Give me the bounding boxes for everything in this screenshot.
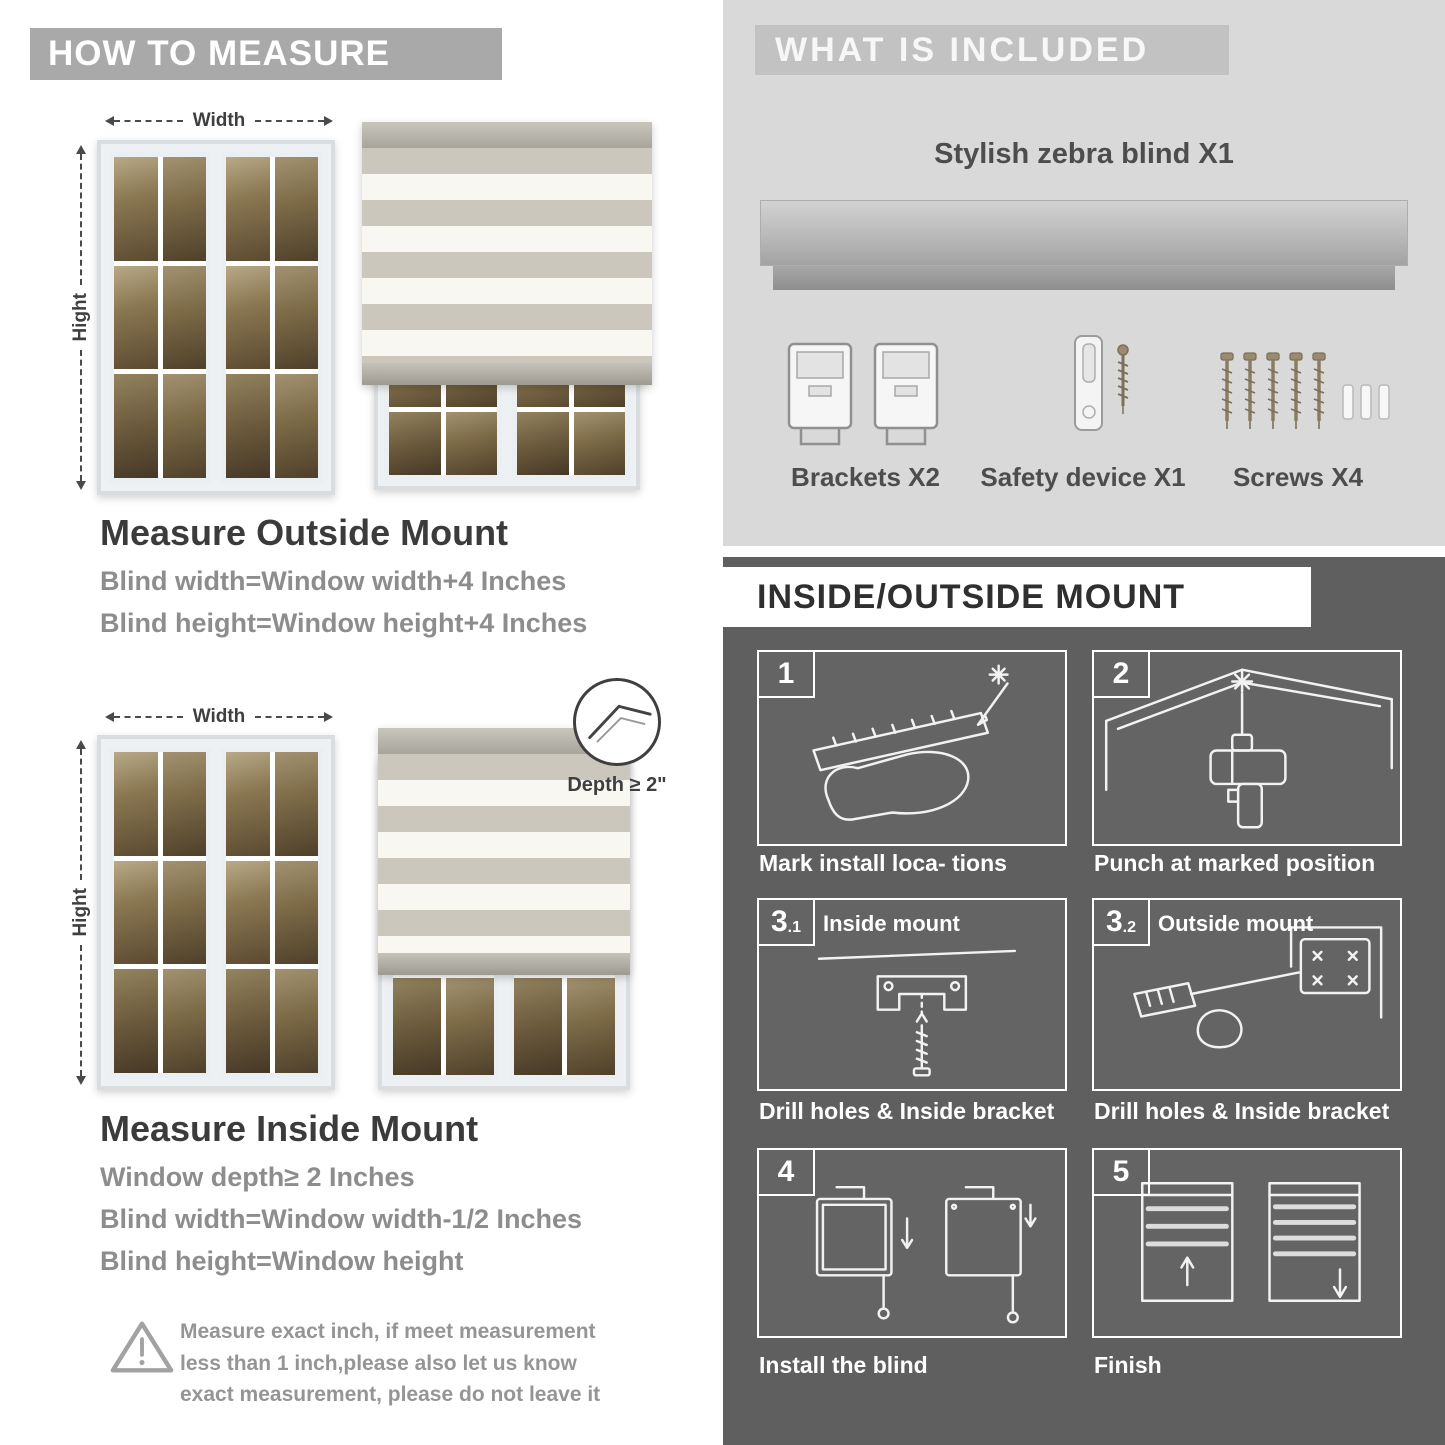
step-panel-2: 2 <box>1092 650 1402 846</box>
step-number-tab: 1 <box>759 652 815 698</box>
step5-caption: Finish <box>1094 1352 1162 1378</box>
step-panel-3-1: 3.1 Inside mount <box>757 898 1067 1091</box>
step5-finish-illustration <box>1141 1182 1361 1302</box>
zebra-blind-figure-outside <box>362 122 652 490</box>
measure-note: Measure exact inch, if meet measurement … <box>180 1320 601 1406</box>
step-panel-4: 4 <box>757 1148 1067 1338</box>
step-number: 1 <box>777 657 795 690</box>
blind-rail-image <box>773 266 1395 290</box>
safety-device-icon <box>1074 335 1129 431</box>
step-panel-3-2: 3.2 Outside mount <box>1092 898 1402 1091</box>
inside-mount-heading: Measure Inside Mount <box>100 1108 479 1149</box>
screws-label: Screws X4 <box>1232 462 1364 492</box>
outside-mount-heading: Measure Outside Mount <box>100 512 509 553</box>
step4-install-illustration <box>815 1185 1037 1324</box>
step3-2-caption: Drill holes & Inside bracket <box>1094 1098 1390 1124</box>
inside-width-formula: Blind width=Window width-1/2 Inches <box>100 1204 583 1234</box>
step3-1-inside-bracket-illustration <box>817 949 1017 1077</box>
step2-drill-illustration <box>1104 668 1393 829</box>
what-is-included-section: WHAT IS INCLUDED Stylish zebra blind X1 <box>723 0 1445 546</box>
width-arrow-inside: Width <box>105 706 333 728</box>
step2-caption: Punch at marked position <box>1094 850 1376 876</box>
step-number-tab: 3.1 <box>759 900 815 946</box>
width-arrow-outside: Width <box>105 110 333 132</box>
depth-requirement-label: Depth ≥ 2" <box>567 774 667 796</box>
blind-bottom-rail <box>362 363 652 385</box>
mount-section-banner: INSIDE/OUTSIDE MOUNT <box>723 567 1311 627</box>
step1-mark-illustration <box>812 664 1009 821</box>
depth-detail-magnifier <box>573 678 661 766</box>
inside-height-formula: Blind height=Window height <box>100 1246 464 1276</box>
width-label: Width <box>192 706 246 727</box>
step3-1-title: Inside mount <box>823 911 960 936</box>
blind-stripes <box>378 754 630 953</box>
step-number: 4 <box>777 1155 795 1188</box>
step3-1-caption: Drill holes & Inside bracket <box>759 1098 1055 1124</box>
inside-outside-mount-section: INSIDE/OUTSIDE MOUNT 1 Mark install loca… <box>723 557 1445 1445</box>
brackets-label: Brackets X2 <box>791 462 940 492</box>
step-panel-1: 1 <box>757 650 1067 846</box>
warning-triangle-icon <box>110 1321 174 1373</box>
what-is-included-banner: WHAT IS INCLUDED <box>755 25 1229 75</box>
step3-2-outside-bracket-illustration <box>1133 926 1383 1049</box>
step-number-tab: 2 <box>1094 652 1150 698</box>
zebra-blind-outside <box>362 122 652 385</box>
safety-device-label: Safety device X1 <box>980 462 1186 492</box>
height-label: Hight <box>70 888 91 937</box>
outside-height-formula: Blind height=Window height+4 Inches <box>100 608 588 638</box>
step-substep: .2 <box>1122 919 1137 936</box>
step-panel-5: 5 <box>1092 1148 1402 1338</box>
window-photo-outside <box>97 140 335 495</box>
zebra-blind-item-label: Stylish zebra blind X1 <box>934 138 1234 170</box>
height-label: Hight <box>70 293 91 342</box>
step-number: 3 <box>1105 905 1123 938</box>
brackets-icon <box>787 342 939 446</box>
step-number: 3 <box>770 905 788 938</box>
screws-icon <box>1219 351 1390 431</box>
blind-bottom-rail <box>378 953 630 975</box>
width-label: Width <box>192 110 246 131</box>
blind-cassette-image <box>760 200 1408 266</box>
zebra-blind-inside <box>378 728 630 975</box>
height-arrow-outside: Hight <box>68 145 94 491</box>
step1-caption: Mark install loca- tions <box>759 850 1007 876</box>
step4-caption: Install the blind <box>759 1352 928 1378</box>
step-number: 5 <box>1112 1155 1130 1188</box>
step-number-tab: 3.2 <box>1094 900 1150 946</box>
window-photo-inside <box>97 735 335 1090</box>
inside-depth-rule: Window depth≥ 2 Inches <box>100 1162 415 1192</box>
how-to-measure-banner: HOW TO MEASURE <box>30 28 502 80</box>
blind-stripes <box>362 148 652 363</box>
outside-width-formula: Blind width=Window width+4 Inches <box>100 566 567 596</box>
window-corner-detail-icon <box>588 704 652 743</box>
step3-2-title: Outside mount <box>1158 911 1314 936</box>
height-arrow-inside: Hight <box>68 740 94 1086</box>
blind-cassette <box>362 122 652 148</box>
step-substep: .1 <box>787 919 802 936</box>
step-number: 2 <box>1112 657 1130 690</box>
step-number-tab: 4 <box>759 1150 815 1196</box>
zebra-blind-figure-inside <box>378 728 630 1090</box>
step-number-tab: 5 <box>1094 1150 1150 1196</box>
